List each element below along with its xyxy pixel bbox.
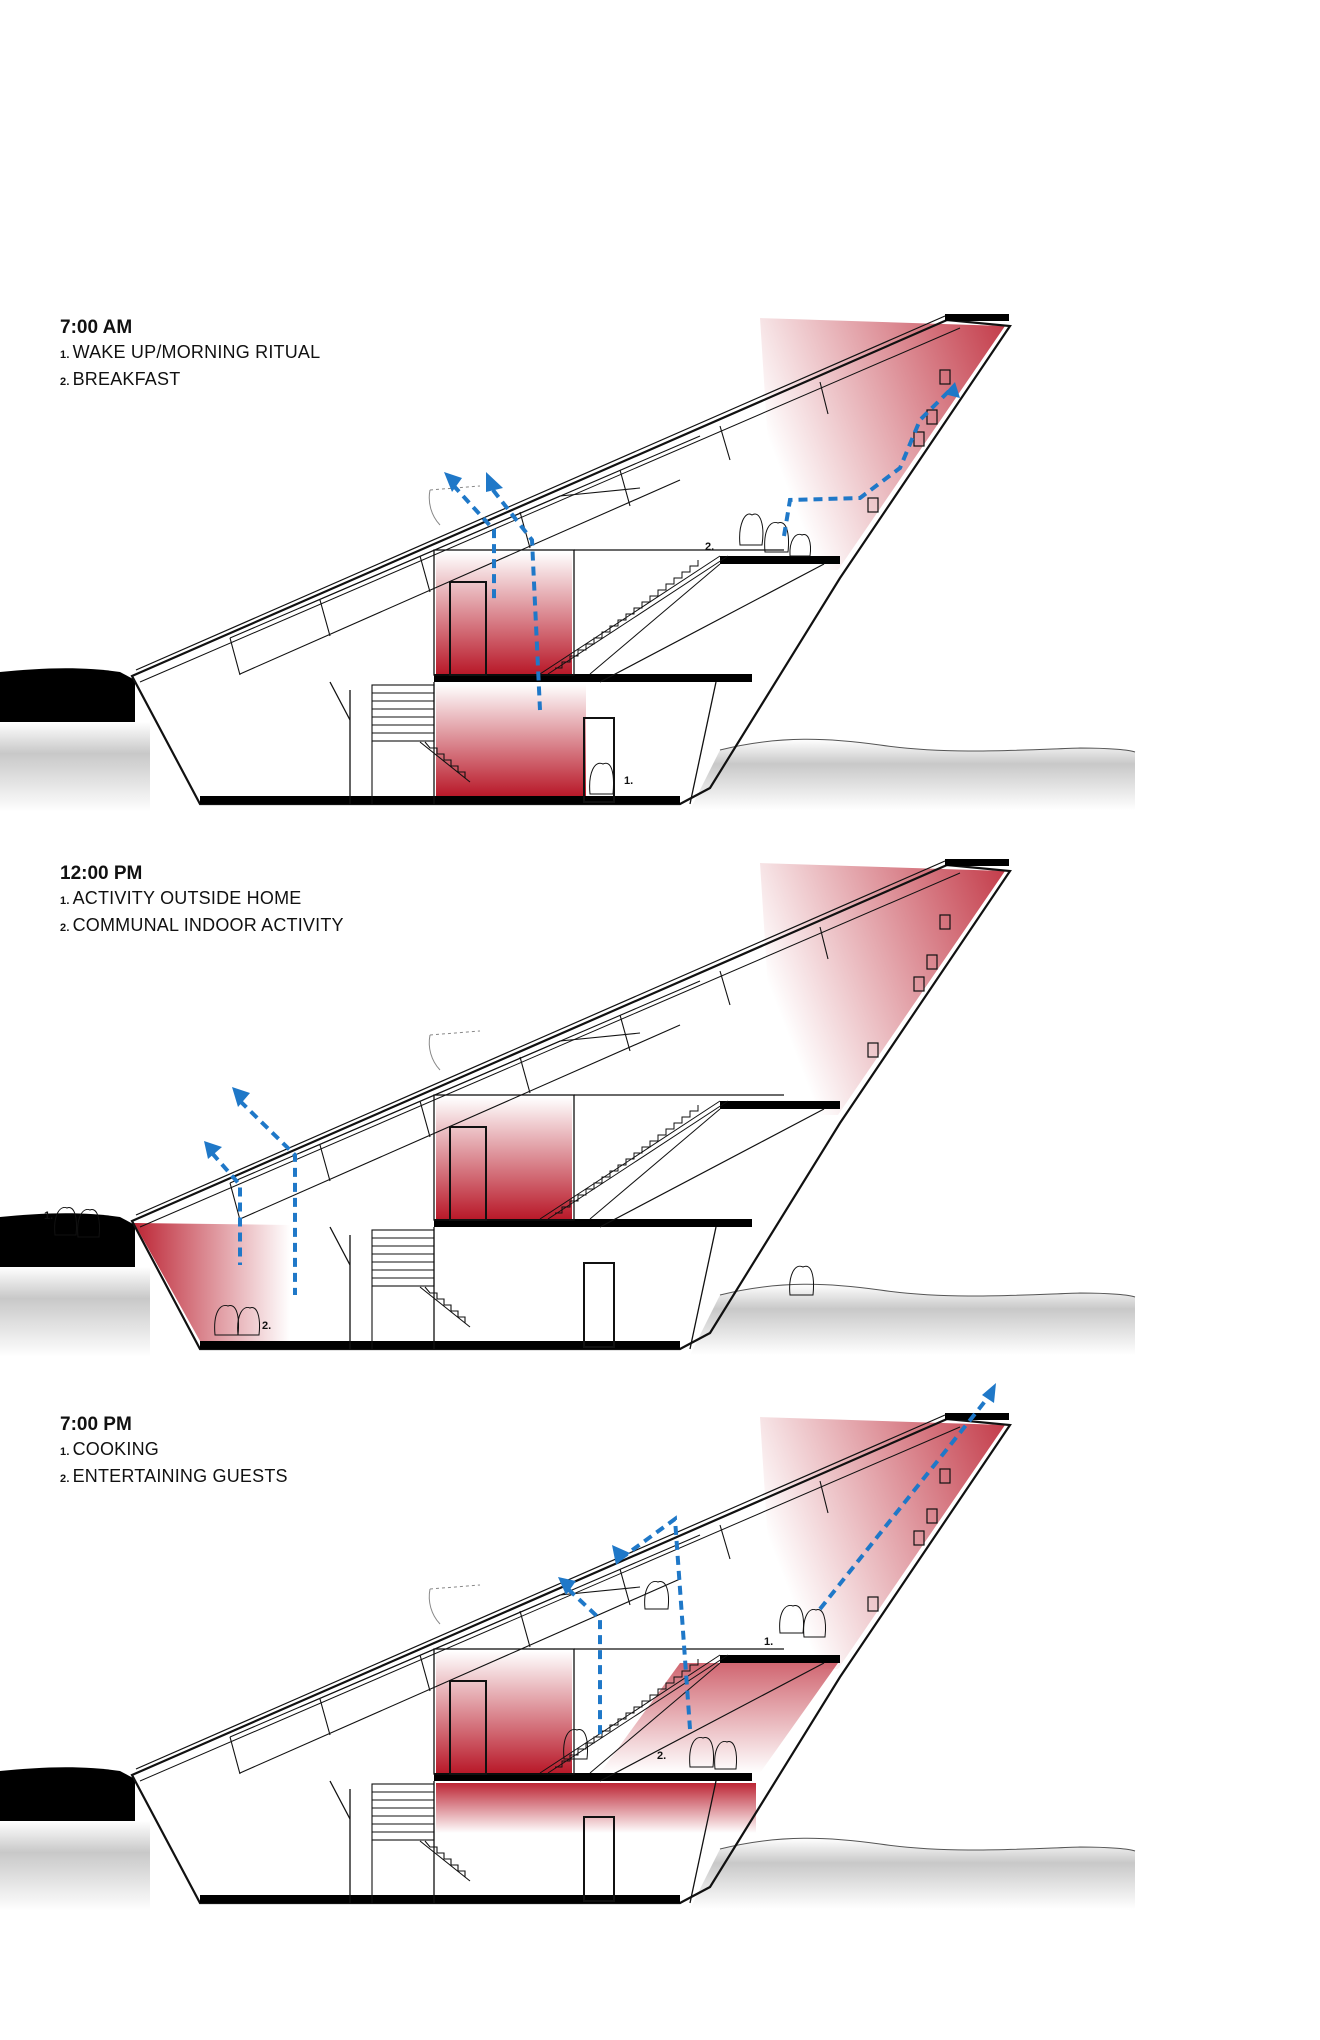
section-morning: 1. 2. [0,312,1137,814]
section-evening: 1. 2. [0,1383,1137,1913]
item-number: 2. [60,1473,70,1485]
caption-item-1: 1.WAKE UP/MORNING RITUAL [60,340,320,367]
caption-item-1: 1.COOKING [60,1437,288,1464]
marker-1: 1. [624,775,633,787]
marker-2: 2. [705,541,714,553]
item-label: COOKING [72,1439,159,1459]
caption-time: 12:00 PM [60,863,143,884]
item-label: ACTIVITY OUTSIDE HOME [72,888,302,908]
item-label: ENTERTAINING GUESTS [72,1466,288,1486]
marker-1: 1. [764,1636,773,1648]
caption-time: 7:00 AM [60,317,133,338]
marker-1: 1. [44,1210,53,1222]
caption-time: 7:00 PM [60,1414,132,1435]
item-number: 1. [60,895,70,907]
item-number: 1. [60,1446,70,1458]
caption-item-2: 2.BREAKFAST [60,367,320,394]
caption-item-2: 2.ENTERTAINING GUESTS [60,1464,288,1491]
marker-2: 2. [657,1750,666,1762]
caption-morning: 7:00 AM 1.WAKE UP/MORNING RITUAL 2.BREAK… [60,316,320,394]
marker-2: 2. [262,1320,271,1332]
item-label: BREAKFAST [72,369,181,389]
item-number: 1. [60,349,70,361]
section-noon: 1. 2. [0,857,1137,1359]
caption-evening: 7:00 PM 1.COOKING 2.ENTERTAINING GUESTS [60,1413,288,1491]
item-number: 2. [60,922,70,934]
item-label: WAKE UP/MORNING RITUAL [72,342,321,362]
caption-item-2: 2.COMMUNAL INDOOR ACTIVITY [60,913,344,940]
item-number: 2. [60,376,70,388]
caption-item-1: 1.ACTIVITY OUTSIDE HOME [60,886,344,913]
caption-noon: 12:00 PM 1.ACTIVITY OUTSIDE HOME 2.COMMU… [60,862,344,940]
item-label: COMMUNAL INDOOR ACTIVITY [72,915,344,935]
